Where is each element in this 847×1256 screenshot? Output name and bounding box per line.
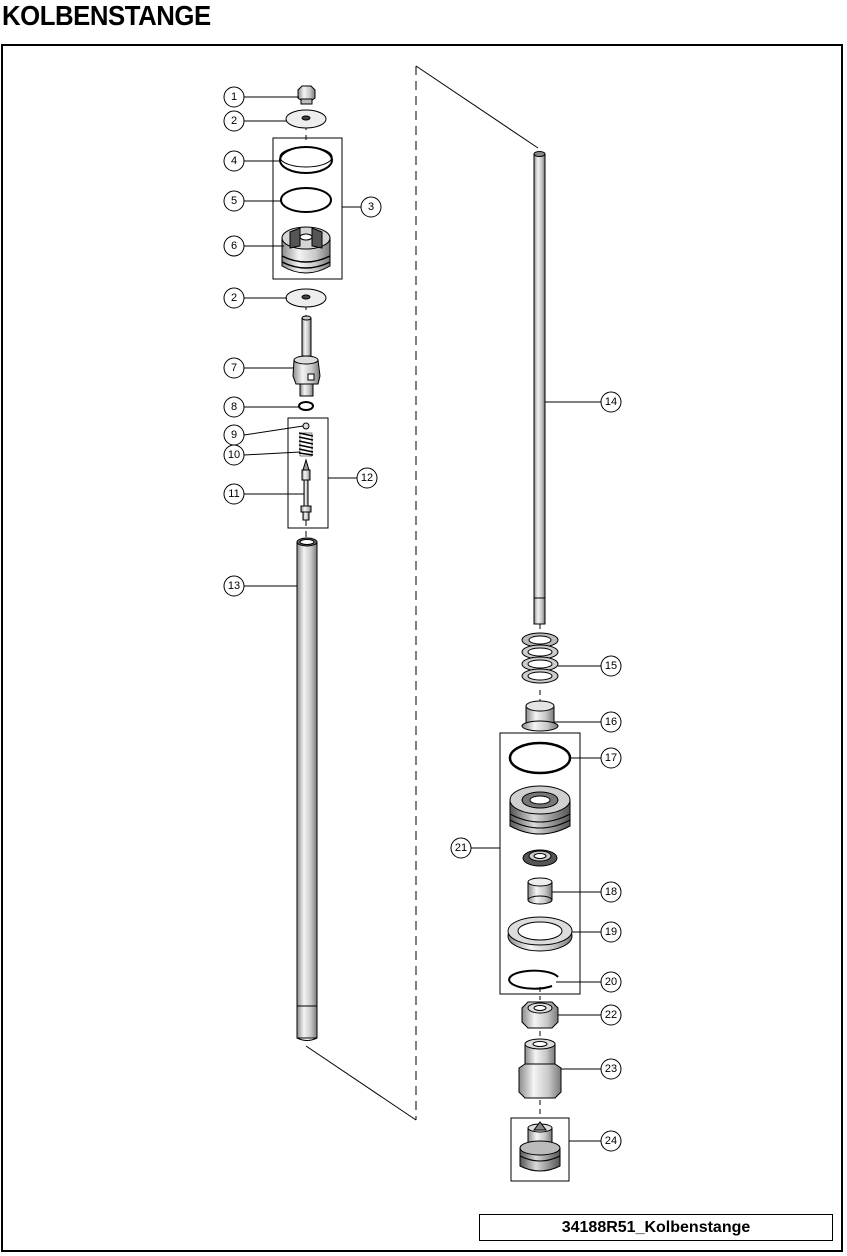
part-4-ring [279,146,333,174]
leader-lines [243,96,601,1142]
callout-label: 21 [455,842,467,854]
callout-10 [223,444,245,466]
callout-7 [223,357,245,379]
group-box-3 [272,137,343,280]
callout-label: 24 [605,1135,617,1147]
callout-label: 2 [231,292,237,304]
callout-13 [223,575,245,597]
callout-label: 5 [231,195,237,207]
drawing-frame [1,44,843,1252]
callout-8 [223,396,245,418]
part-18-sleeve [527,877,553,905]
callout-label: 17 [605,752,617,764]
callout-label: 4 [231,155,237,167]
assembly-connectors [305,65,541,1121]
part-2-washer-top [285,109,327,129]
part-23-adapter [518,1038,562,1099]
callout-5 [223,190,245,212]
callout-label: 19 [605,926,617,938]
callout-18 [600,881,622,903]
callout-22 [600,1004,622,1026]
callout-label: 6 [231,240,237,252]
callout-label: 3 [368,201,374,213]
part-9-ball [302,422,310,430]
part-20-circlip [508,969,559,990]
callout-label: 22 [605,1009,617,1021]
callout-3 [360,196,382,218]
callout-2-lower [223,287,245,309]
callout-label: 14 [605,396,617,408]
page-title: KOLBENSTANGE [2,0,211,31]
callout-label: 23 [605,1063,617,1075]
part-8-small-oring [298,401,314,411]
callout-label: 20 [605,976,617,988]
part-11-valve-pin [300,458,312,521]
group-boxes [272,137,581,1182]
part-16-bushing [521,700,559,732]
callout-1 [223,86,245,108]
callout-14 [600,391,622,413]
callout-label: 1 [231,91,237,103]
callout-19 [600,921,622,943]
group-box-21 [499,732,581,995]
callout-label: 15 [605,660,617,672]
part-13-tube [296,537,318,1041]
part-19-ring [507,916,573,952]
callout-label: 9 [231,429,237,441]
drawing-caption: 34188R51_Kolbenstange [479,1214,833,1241]
callout-4 [223,150,245,172]
part-22-nut [521,1001,559,1029]
callout-11 [223,483,245,505]
callout-label: 7 [231,362,237,374]
callout-15 [600,655,622,677]
callout-label: 2 [231,115,237,127]
part-21-inner-seal [522,849,558,867]
part-10-spring [298,432,314,457]
group-box-24 [510,1117,570,1182]
callout-label: 16 [605,716,617,728]
callout-20 [600,971,622,993]
part-5-oring [280,187,332,213]
callout-label: 11 [228,488,239,500]
callout-label: 10 [228,449,240,461]
callout-2-top [223,110,245,132]
callout-label: 12 [361,472,373,484]
part-21-seal-head [509,785,571,835]
part-2-washer-lower [285,288,327,308]
callout-label: 13 [228,580,240,592]
callout-labels: 1 2 3 4 5 6 2 7 8 9 10 11 12 13 14 15 16… [228,91,617,1147]
callout-6 [223,235,245,257]
part-17-oring [508,741,572,775]
part-15-spring [521,632,559,684]
callout-label: 8 [231,401,237,413]
part-24-valve-assembly [519,1121,561,1172]
callout-label: 18 [605,886,617,898]
part-1-nut [297,85,316,105]
callout-circles [223,86,622,1152]
callout-16 [600,711,622,733]
group-box-12 [287,417,329,529]
callout-21 [450,837,472,859]
part-6-piston [281,226,331,274]
callout-23 [600,1058,622,1080]
callout-12 [356,467,378,489]
callout-17 [600,747,622,769]
callout-24 [600,1130,622,1152]
part-7-piston-rod-body [292,315,321,397]
part-14-rod [533,151,546,625]
